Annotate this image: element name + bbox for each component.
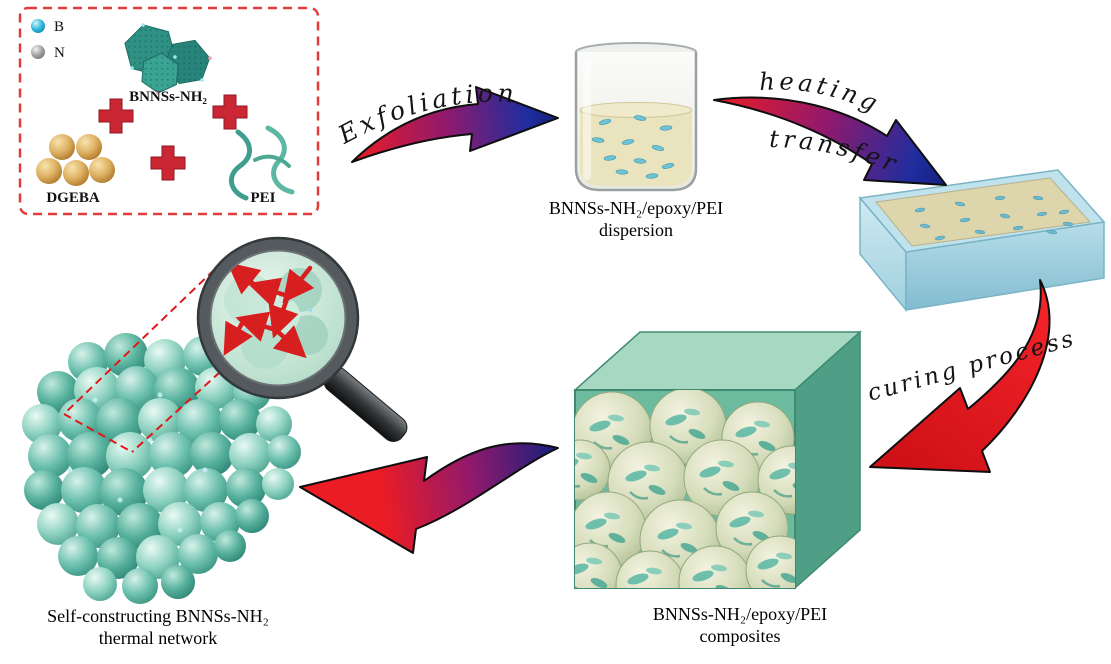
legend-label-n: N xyxy=(54,45,65,61)
beaker-illustration xyxy=(574,42,698,192)
curing-label: curing process xyxy=(865,325,1076,406)
nitrogen-atom-icon xyxy=(31,45,45,59)
svg-text:curing process: curing process xyxy=(865,325,1079,406)
dgeba-spheres-icon xyxy=(36,134,115,186)
exfoliation-arrow xyxy=(351,86,559,163)
boron-atom-icon xyxy=(31,19,45,33)
plus-icons xyxy=(98,94,248,181)
dispersion-flakes xyxy=(591,115,675,179)
coated-spheres xyxy=(575,390,795,588)
pei-label: PEI xyxy=(250,190,275,206)
zoom-region-lines xyxy=(63,269,221,453)
network-caption-line2: thermal network xyxy=(99,628,217,648)
thermal-network-illustration xyxy=(22,333,301,604)
dispersion-caption-line2: dispersion xyxy=(599,220,673,240)
heating-transfer-arrow xyxy=(713,96,947,186)
lens-ring xyxy=(198,238,358,398)
lens-outer-rim xyxy=(196,236,360,400)
bnns-flakes-icon xyxy=(124,23,212,95)
composite-cube-illustration xyxy=(573,330,862,590)
dgeba-label: DGEBA xyxy=(46,190,100,206)
magnifier xyxy=(196,236,408,442)
legend: B N xyxy=(31,19,65,61)
curing-arrow xyxy=(869,279,1051,473)
reactant-box: B N BNNSs-NH₂ DGEBA xyxy=(18,6,320,216)
dispersion-caption-line1: BNNSs-NH₂/epoxy/PEI xyxy=(549,198,723,218)
thermal-path-arrows xyxy=(223,262,315,359)
composites-caption-line2: composites xyxy=(700,626,781,646)
network-caption-line1: Self-constructing BNNSs-NH₂ xyxy=(47,606,269,626)
tray-illustration xyxy=(858,169,1106,313)
plus-icon xyxy=(212,94,248,130)
tray-flakes xyxy=(914,195,1074,241)
composites-caption-line1: BNNSs-NH₂/epoxy/PEI xyxy=(653,604,827,624)
plus-icon xyxy=(98,98,134,134)
legend-label-b: B xyxy=(54,19,64,35)
bnns-dots xyxy=(67,392,243,533)
lens-inner-rim xyxy=(208,248,348,388)
pei-chains-icon xyxy=(229,125,295,201)
plus-icon xyxy=(150,145,186,181)
dashed-border xyxy=(18,6,320,216)
network-formation-arrow xyxy=(299,442,559,554)
bnns-label: BNNSs-NH₂ xyxy=(129,89,207,105)
